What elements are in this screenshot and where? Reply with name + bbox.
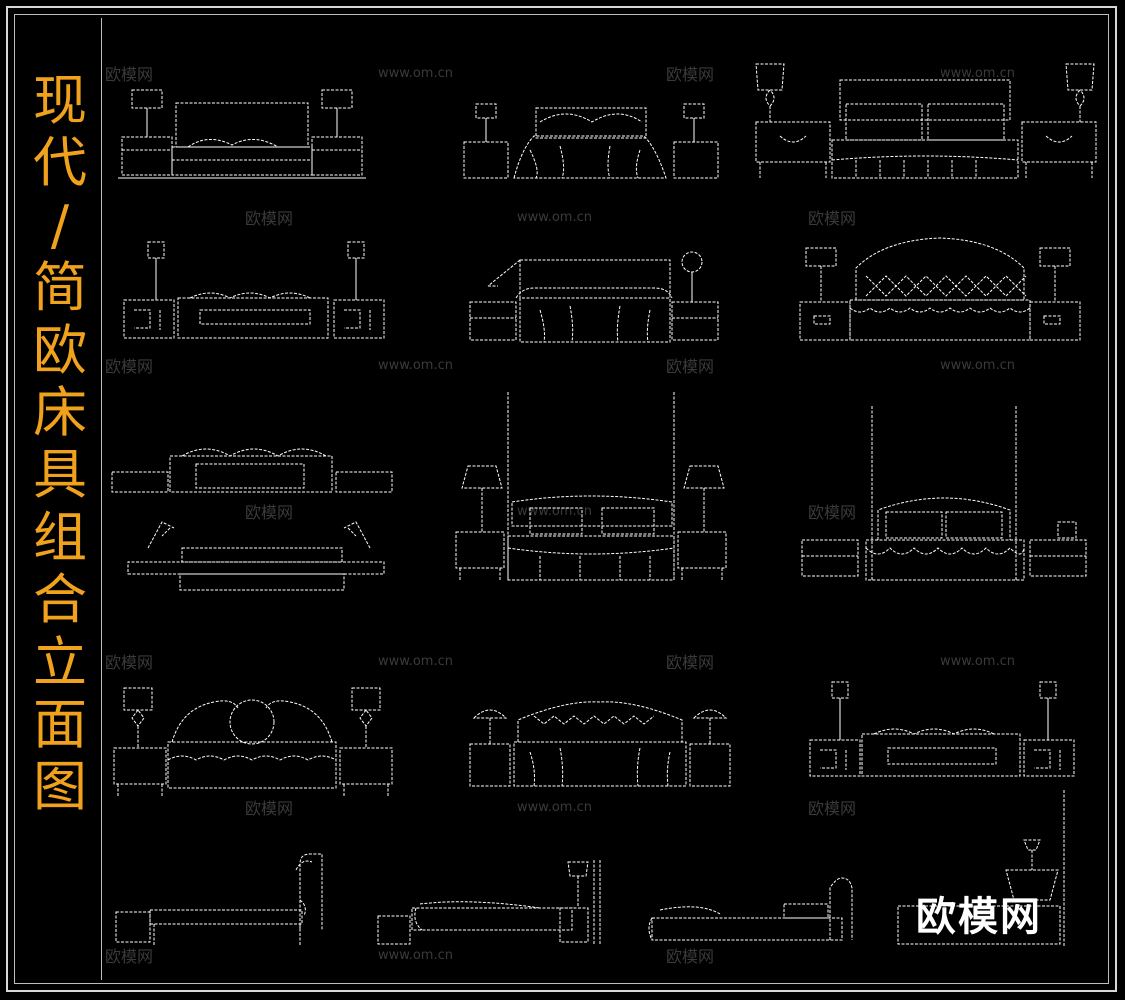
watermark-site: www.om.cn — [517, 800, 592, 815]
bed-elevation — [113, 687, 393, 796]
title-column: 现 代 / 简 欧 床 具 组 合 立 面 图 — [18, 18, 102, 980]
title-char: 具 — [33, 443, 87, 507]
title-char: 简 — [33, 256, 87, 320]
inner-frame — [14, 14, 1109, 984]
bed-elevation — [799, 237, 1081, 341]
watermark-logo: 欧模网 — [808, 799, 856, 818]
bed-elevation — [755, 63, 1097, 179]
watermark-logo: 欧模网 — [666, 947, 714, 966]
watermark-site: www.om.cn — [517, 504, 592, 519]
title-char: / — [50, 193, 70, 257]
title-char: 现 — [33, 69, 87, 132]
watermark-logo: 欧模网 — [105, 653, 153, 672]
bed-elevation — [463, 103, 719, 179]
title-char: 合 — [33, 568, 87, 632]
watermark-site: www.om.cn — [517, 210, 592, 225]
bed-elevation — [809, 681, 1075, 777]
bed-side-elevation — [897, 790, 1065, 946]
watermark-logo: 欧模网 — [245, 503, 293, 522]
watermark-site: www.om.cn — [940, 654, 1015, 669]
vertical-title: 现 代 / 简 欧 床 具 组 合 立 面 图 — [18, 69, 102, 819]
watermark-logo: 欧模网 — [808, 503, 856, 522]
watermark-logo: 欧模网 — [245, 209, 293, 228]
watermark-logo: 欧模网 — [666, 653, 714, 672]
bed-side-elevation — [115, 853, 323, 946]
outer-frame — [6, 6, 1117, 992]
watermark-logo: 欧模网 — [808, 209, 856, 228]
bed-elevation — [111, 448, 393, 591]
watermark-site: www.om.cn — [378, 358, 453, 373]
bed-side-elevation — [648, 877, 853, 941]
watermark-layer: 欧模网 www.om.cn 欧模网 www.om.cn 欧模网 www.om.c… — [105, 65, 1015, 966]
watermark-logo: 欧模网 — [105, 947, 153, 966]
watermark-logo: 欧模网 — [105, 357, 153, 376]
bed-elevation — [118, 89, 366, 179]
title-char: 图 — [33, 755, 87, 819]
watermark-site: www.om.cn — [940, 66, 1015, 81]
title-char: 欧 — [33, 318, 87, 382]
watermark-site: www.om.cn — [378, 948, 453, 963]
watermark-logo: 欧模网 — [105, 65, 153, 84]
watermark-site: www.om.cn — [378, 654, 453, 669]
title-char: 组 — [33, 505, 87, 569]
title-char: 床 — [33, 381, 87, 445]
watermark-logo: 欧模网 — [666, 357, 714, 376]
bed-elevation — [801, 406, 1087, 581]
bed-elevation — [123, 241, 385, 339]
title-char: 面 — [33, 693, 87, 757]
bed-side-elevation — [377, 860, 601, 945]
watermark-site: www.om.cn — [940, 358, 1015, 373]
watermark-logo: 欧模网 — [245, 799, 293, 818]
bed-elevation — [469, 251, 719, 343]
site-logo: 欧模网 — [916, 894, 1042, 940]
bed-elevation — [469, 701, 731, 787]
watermark-logo: 欧模网 — [666, 65, 714, 84]
bed-elevation — [455, 392, 727, 581]
watermark-site: www.om.cn — [378, 66, 453, 81]
title-char: 立 — [33, 630, 87, 694]
title-char: 代 — [33, 131, 87, 195]
